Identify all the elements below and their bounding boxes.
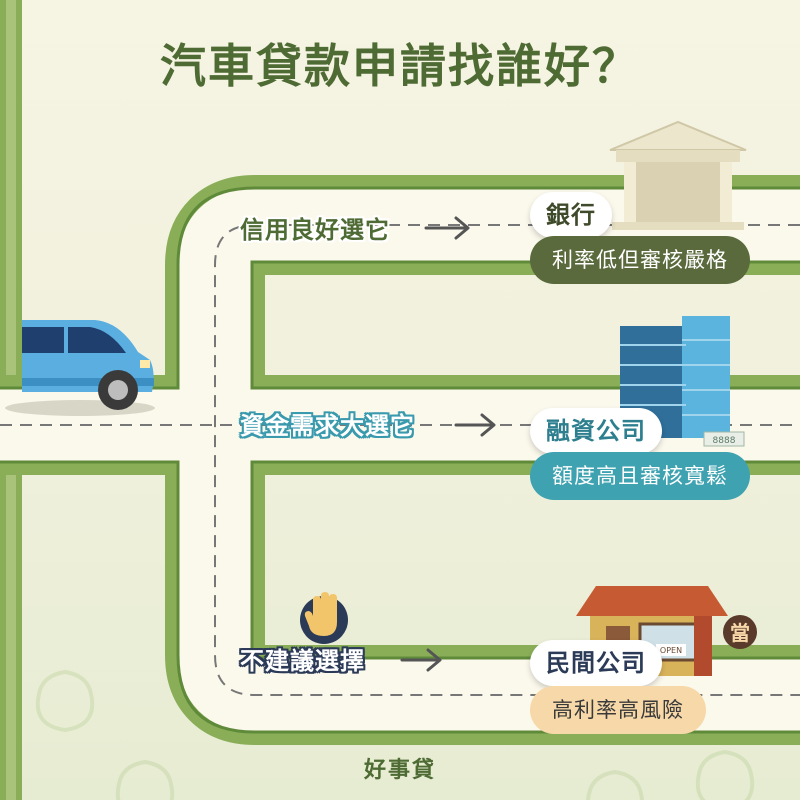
lender-title-finance: 融資公司: [530, 408, 662, 454]
route-label-not-recommended: 不建議選擇: [240, 647, 365, 675]
lender-desc-finance: 額度高且審核寬鬆: [530, 452, 750, 500]
page-title: 汽車貸款申請找誰好？: [160, 39, 640, 93]
brand-logo-text: 好事貸: [363, 758, 436, 783]
money-bag-decorations: [35, 669, 755, 800]
stop-hand-icon: [300, 592, 348, 644]
pawn-sign-badge: [723, 615, 757, 649]
arrow-right-icon: [400, 648, 442, 672]
open-sign: OPEN: [660, 646, 682, 655]
office-sign: 8888: [713, 436, 736, 446]
car-icon: [5, 320, 155, 416]
lender-desc-bank: 利率低但審核嚴格: [530, 236, 750, 284]
route-label-large-funding: 資金需求大選它: [240, 412, 415, 440]
arrow-right-icon: [454, 413, 496, 437]
pawn-sign: 當: [730, 621, 750, 645]
arrow-right-icon: [424, 216, 470, 240]
lender-title-private: 民間公司: [530, 640, 662, 686]
lender-title-bank: 銀行: [530, 192, 612, 238]
route-label-good-credit: 信用良好選它: [240, 216, 390, 244]
lender-desc-private: 高利率高風險: [530, 686, 706, 734]
bank-building-icon: [609, 120, 747, 230]
